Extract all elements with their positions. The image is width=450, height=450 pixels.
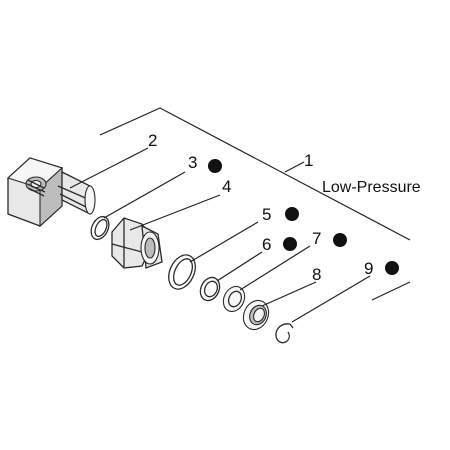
part-washer-6 [199,276,221,302]
callout-4: 4 [222,177,231,196]
part-washer-7 [222,285,246,313]
part-nozzle-body [6,157,96,228]
callout-9: 9 [364,259,373,278]
kit-dot-5 [285,207,299,221]
callout-7: 7 [312,229,321,248]
callout-6: 6 [262,235,271,254]
callout-1: 1 [304,151,313,170]
leader-lines [69,147,371,323]
part-o-ring-large [168,254,196,290]
kit-dot-6 [283,237,297,251]
callout-numbers: 1 2 3 4 5 6 7 8 9 [148,131,373,284]
kit-dot-9 [385,261,399,275]
kit-boundary [99,107,411,301]
callout-8: 8 [312,265,321,284]
callout-3: 3 [188,153,197,172]
kit-indicator-dots [208,159,399,275]
kit-dot-3 [208,159,222,173]
kit-label: Low-Pressure [322,179,421,196]
part-hex-nut [111,217,163,269]
callout-2: 2 [148,131,157,150]
part-o-ring-small [90,215,110,241]
kit-dot-7 [333,233,347,247]
part-retaining-clip [275,323,294,344]
callout-5: 5 [262,205,271,224]
